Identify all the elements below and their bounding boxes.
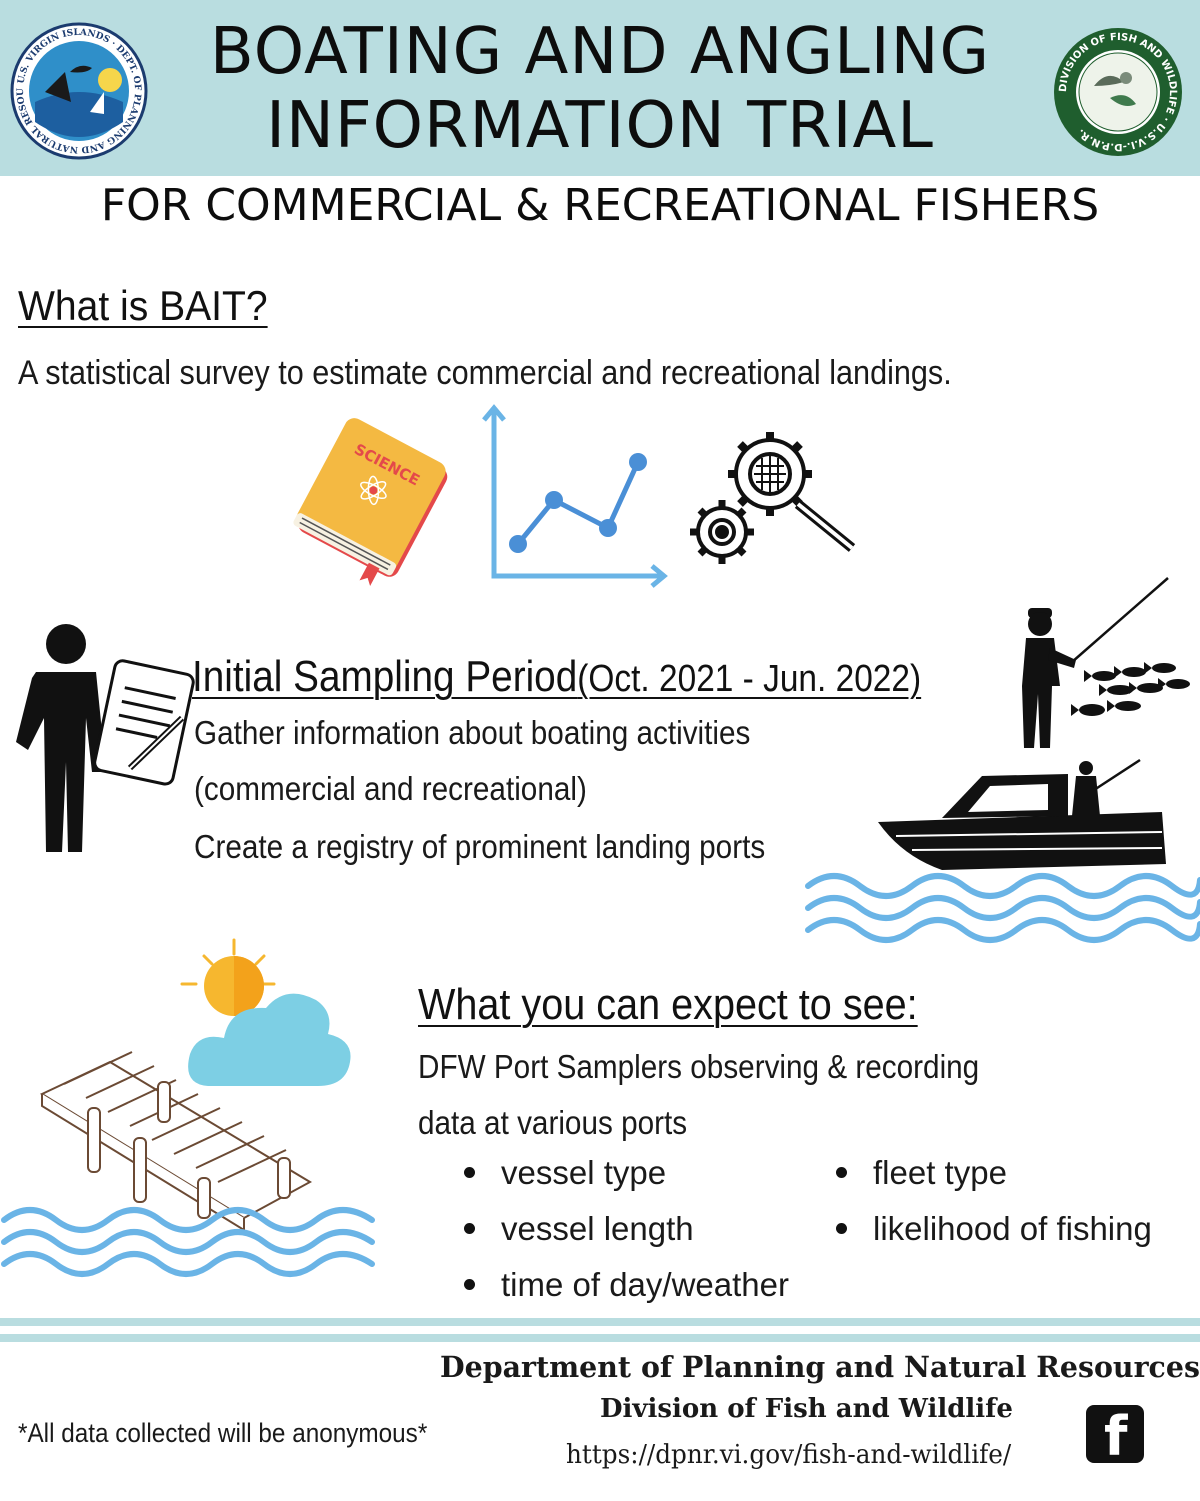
footer-rule-bottom bbox=[0, 1334, 1200, 1342]
header-band bbox=[0, 0, 1200, 176]
gears-magnifier-icon bbox=[690, 432, 856, 564]
department-name: Department of Planning and Natural Resou… bbox=[440, 1350, 1200, 1384]
title-line-1: BOATING AND ANGLING bbox=[209, 15, 991, 89]
sun-cloud-icon bbox=[180, 938, 351, 1086]
what-is-bait-description: A statistical survey to estimate commerc… bbox=[18, 354, 952, 392]
bullet-vessel-type: vessel type bbox=[464, 1154, 666, 1192]
line-chart-icon bbox=[482, 404, 668, 588]
waves-right-icon bbox=[805, 873, 1200, 943]
facebook-glyph: f bbox=[1104, 1405, 1128, 1468]
bullet-vessel-length: vessel length bbox=[464, 1210, 694, 1248]
fishing-boat-icon bbox=[878, 758, 1166, 870]
website-link[interactable]: https://dpnr.vi.gov/fish-and-wildlife/ bbox=[566, 1440, 1012, 1470]
expect-line-2: data at various ports bbox=[418, 1104, 688, 1141]
person-with-clipboard-icon bbox=[16, 624, 195, 852]
what-is-bait-heading: What is BAIT? bbox=[18, 282, 268, 329]
expect-heading: What you can expect to see: bbox=[418, 980, 918, 1029]
wooden-dock-icon bbox=[39, 1051, 313, 1232]
usvi-dpnr-seal-icon: U.S. VIRGIN ISLANDS · DEPT. OF PLANNING … bbox=[6, 15, 148, 160]
fisherman-icon bbox=[1022, 577, 1190, 748]
title-line-2: INFORMATION TRIAL bbox=[266, 89, 934, 163]
sampling-line-2: (commercial and recreational) bbox=[194, 770, 587, 807]
facebook-icon[interactable]: f bbox=[1086, 1405, 1144, 1467]
bullet-fleet-type: fleet type bbox=[836, 1154, 1007, 1192]
bullet-time-of-day-weather: time of day/weather bbox=[464, 1266, 789, 1304]
sampling-line-1: Gather information about boating activit… bbox=[194, 714, 751, 751]
sampling-line-3: Create a registry of prominent landing p… bbox=[194, 828, 766, 865]
division-fish-wildlife-seal-icon: DIVISION OF FISH AND WILDLIFE · U.S.V.I.… bbox=[1054, 28, 1182, 156]
anonymous-note: *All data collected will be anonymous* bbox=[18, 1418, 428, 1448]
division-name: Division of Fish and Wildlife bbox=[600, 1394, 1013, 1424]
sampling-title: Initial Sampling Period bbox=[192, 652, 578, 701]
footer-rule-top bbox=[0, 1318, 1200, 1326]
science-book-icon: SCIENCE bbox=[293, 418, 448, 587]
expect-line-1: DFW Port Samplers observing & recording bbox=[418, 1048, 980, 1085]
sampling-heading: Initial Sampling Period(Oct. 2021 - Jun.… bbox=[192, 652, 921, 702]
waves-left-icon bbox=[1, 1207, 375, 1277]
bullet-likelihood-of-fishing: likelihood of fishing bbox=[836, 1210, 1152, 1248]
subtitle: FOR COMMERCIAL & RECREATIONAL FISHERS bbox=[100, 180, 1100, 231]
sampling-period: (Oct. 2021 - Jun. 2022) bbox=[577, 658, 922, 700]
